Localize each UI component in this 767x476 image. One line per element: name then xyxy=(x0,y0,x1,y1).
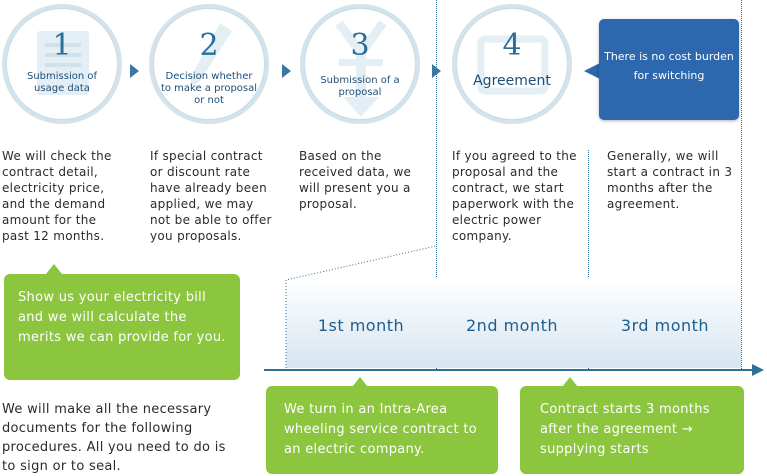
step-5-description: Generally, we will start a contract in 3… xyxy=(607,149,733,211)
documents-note: We will make all the necessary documents… xyxy=(2,402,226,474)
pen-icon xyxy=(190,23,232,87)
divider-line xyxy=(436,0,437,369)
step-number: 1 xyxy=(52,28,72,63)
step-4-circle: 4 Agreement xyxy=(456,8,568,120)
calculate-merits-box: Show us your electricity bill and we wil… xyxy=(4,274,240,380)
yen-icon xyxy=(335,20,387,117)
step-1-description: We will check the contract detail, elect… xyxy=(2,149,112,243)
box-pointer xyxy=(562,377,578,387)
step-2-circle: 2 Decision whether to make a proposal or… xyxy=(153,8,265,120)
month-2-label: 2nd month xyxy=(466,316,558,335)
box-pointer xyxy=(46,264,62,274)
step-4-description: If you agreed to the proposal and the co… xyxy=(452,149,577,243)
step-2-description: If special contract or discount rate hav… xyxy=(150,149,272,243)
divider-line xyxy=(741,0,742,369)
month-1-label: 1st month xyxy=(317,316,405,335)
timeline-band xyxy=(286,278,741,368)
month-divider xyxy=(285,245,437,368)
step-number: 4 xyxy=(502,28,522,63)
box-pointer xyxy=(352,377,368,387)
step-3-description: Based on the received data, we will pres… xyxy=(299,149,412,211)
step-label: Submission of usage data xyxy=(26,71,98,94)
month-3-label: 3rd month xyxy=(620,316,710,335)
step-label: Submission of a proposal xyxy=(320,75,400,98)
step-3-circle: 3 Submission of a proposal xyxy=(304,8,416,120)
contract-starts-box: Contract starts 3 months after the agree… xyxy=(520,386,744,474)
arrow-right-icon xyxy=(752,364,764,376)
step-1-circle: 1 Submission of usage data xyxy=(6,8,118,120)
wheeling-contract-box: We turn in an Intra-Area wheeling servic… xyxy=(266,386,498,474)
seal-icon xyxy=(477,35,549,95)
timeline-axis xyxy=(264,369,754,371)
document-icon xyxy=(37,31,89,95)
arrow-right-icon xyxy=(432,64,441,78)
step-number: 2 xyxy=(199,28,219,63)
arrow-right-icon xyxy=(130,64,139,78)
callout-pointer xyxy=(584,63,600,79)
no-cost-callout: There is no cost burden for switching xyxy=(599,19,739,120)
step-label: Agreement xyxy=(473,73,551,89)
arrow-right-icon xyxy=(282,64,291,78)
step-label: Decision whether to make a proposal or n… xyxy=(160,71,258,106)
divider-line xyxy=(588,150,589,369)
step-number: 3 xyxy=(350,28,370,63)
